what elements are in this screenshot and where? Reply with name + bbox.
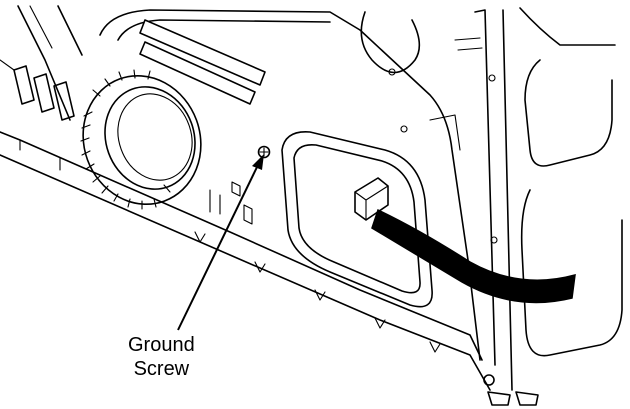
power-cord: [354, 177, 576, 304]
callout-line-1: Ground: [128, 334, 195, 356]
left-side-panel: [0, 5, 83, 121]
ground-screw: [257, 145, 271, 159]
right-side-cabinet: [360, 7, 623, 391]
leveling-feet: [483, 374, 539, 406]
exhaust-duct-collar: [80, 69, 202, 210]
ground-screw-callout: Ground Screw: [128, 333, 195, 381]
bottom-edge-tabs: [19, 139, 441, 353]
terminal-access-cover: [281, 125, 433, 308]
callout-line-2: Screw: [133, 358, 190, 380]
callout-leader-line: [177, 154, 264, 331]
back-panel: [0, 9, 491, 391]
